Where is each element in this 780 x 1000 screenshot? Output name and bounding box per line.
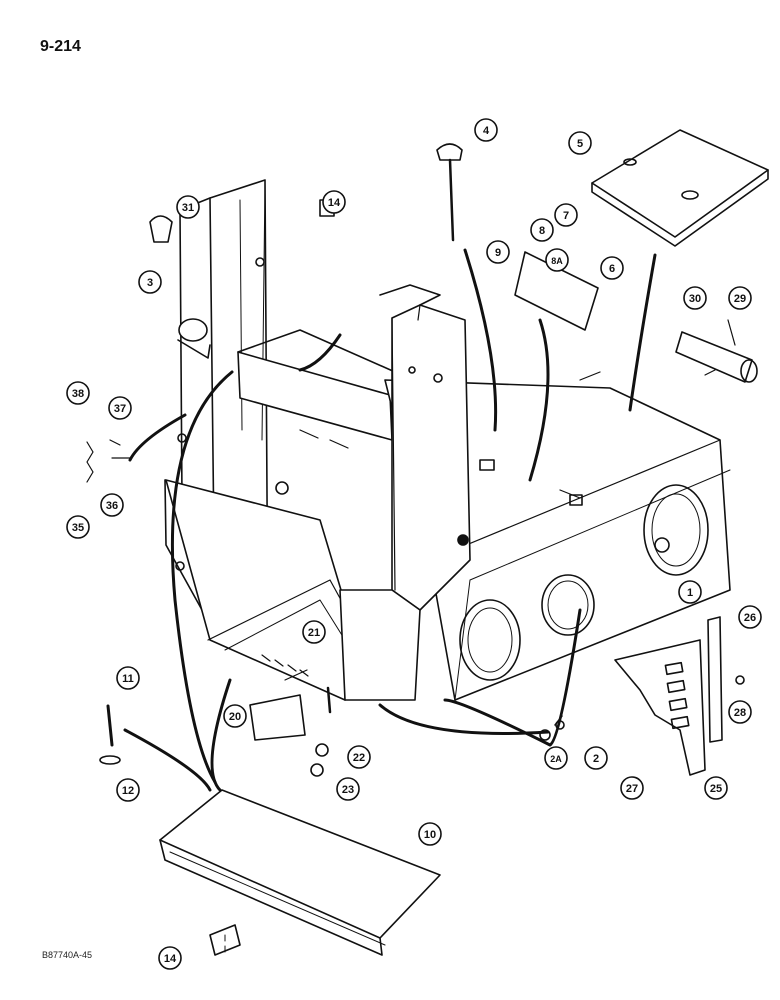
callout-37: 37 <box>114 403 126 415</box>
cover-plate-5 <box>591 129 769 247</box>
callout-28: 28 <box>734 707 746 719</box>
callout-21: 21 <box>308 627 320 639</box>
callout-20: 20 <box>229 711 241 723</box>
callout-38: 38 <box>72 388 84 400</box>
callout-14-top: 14 <box>328 197 341 209</box>
callout-22: 22 <box>353 752 365 764</box>
callout-1: 1 <box>687 587 693 599</box>
callout-30: 30 <box>689 293 701 305</box>
callout-2: 2 <box>593 753 599 765</box>
callout-6: 6 <box>609 263 615 275</box>
access-panel-6 <box>514 251 599 331</box>
roll-pin-30 <box>675 319 758 383</box>
callout-3: 3 <box>147 277 153 289</box>
callout-27: 27 <box>626 783 638 795</box>
leader-lines <box>123 248 657 956</box>
callout-12: 12 <box>122 785 134 797</box>
callout-markers <box>66 118 762 970</box>
callout-25: 25 <box>710 783 722 795</box>
reference-code: B87740A-45 <box>42 950 93 960</box>
page-number: 9-214 <box>40 38 81 55</box>
callout-26: 26 <box>744 612 756 624</box>
callout-labels: 1 2 2A 3 4 5 6 7 8 8A 9 10 11 12 14 14 2… <box>72 125 756 965</box>
step-plate-10 <box>159 789 441 956</box>
callout-7: 7 <box>563 210 569 222</box>
callout-29: 29 <box>734 293 746 305</box>
main-frame <box>164 179 731 701</box>
callout-2a: 2A <box>550 754 562 764</box>
callout-8a: 8A <box>551 256 563 266</box>
kick-plate-27 <box>614 639 706 776</box>
callout-5: 5 <box>577 138 583 150</box>
callout-9: 9 <box>495 247 501 259</box>
callout-11: 11 <box>122 673 134 685</box>
callout-8: 8 <box>539 225 545 237</box>
callout-4: 4 <box>483 125 490 137</box>
callout-23: 23 <box>342 784 354 796</box>
strip-26 <box>707 616 723 743</box>
callout-35: 35 <box>72 522 84 534</box>
dipstick-4 <box>436 143 463 242</box>
callout-31: 31 <box>182 202 194 214</box>
callout-14-bottom: 14 <box>164 953 177 965</box>
callout-36: 36 <box>106 500 118 512</box>
callout-10: 10 <box>424 829 436 841</box>
